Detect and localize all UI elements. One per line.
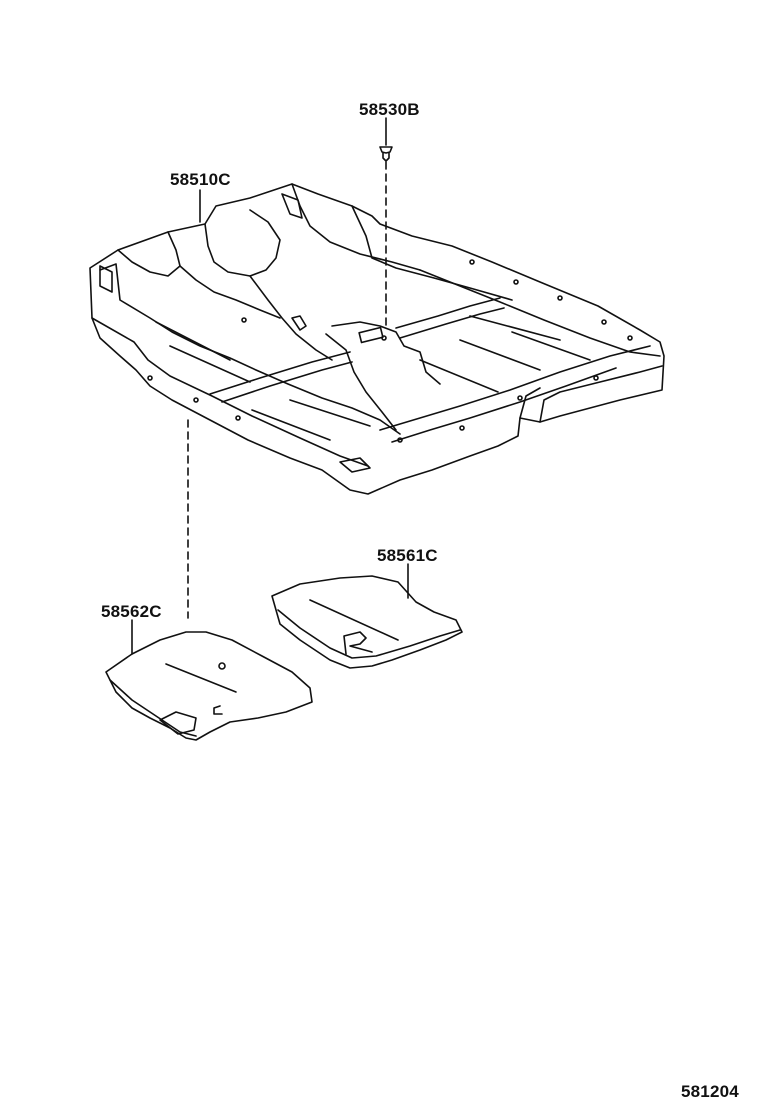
mat-left-center-line (165, 663, 237, 693)
carpet-tunnel-front (204, 209, 281, 277)
carpet-hole (557, 295, 563, 301)
carpet-tunnel-ridge (179, 265, 281, 319)
carpet-left-sill (91, 317, 369, 467)
floor-carpet-58510c (89, 183, 665, 619)
carpet-rear-crossbar-2 (391, 367, 617, 443)
carpet-floor-line-4 (289, 399, 371, 427)
carpet-tab-left-2 (281, 193, 303, 219)
part-label-mat-right: 58561C (377, 546, 438, 565)
carpet-hole (241, 317, 247, 323)
carpet-rear-crossbar (379, 345, 651, 431)
carpet-tunnel-rear (331, 321, 441, 385)
carpet-floor-line-2 (169, 345, 251, 383)
carpet-hole (627, 335, 633, 341)
carpet-hole (193, 397, 199, 403)
carpet-front-crossbar (209, 351, 351, 395)
carpet-right-crossbar-2 (399, 307, 505, 339)
carpet-floor-line-1 (155, 321, 231, 361)
carpet-front-left-bulge (117, 231, 181, 277)
mat-right-inner-edge (277, 609, 461, 659)
carpet-tunnel-rear-2 (325, 333, 397, 431)
carpet-tab-rear (339, 457, 371, 473)
carpet-hole (469, 259, 475, 265)
carpet-floor-line-5 (419, 359, 499, 393)
carpet-hole (235, 415, 241, 421)
carpet-floor-line-3 (251, 409, 331, 441)
mat-left-hook (213, 705, 223, 715)
part-label-mat-left: 58562C (101, 602, 162, 621)
mat-left-grommet (218, 662, 226, 670)
carpet-tab-center (291, 315, 307, 331)
carpet-hole (147, 375, 153, 381)
carpet-rear-step (539, 365, 663, 423)
carpet-hole (397, 437, 403, 443)
carpet-right-crossbar (395, 297, 501, 329)
carpet-tab-left-1 (99, 265, 113, 293)
carpet-left-sidewall (99, 263, 401, 435)
carpet-hole (381, 335, 387, 341)
carpet-floor-line-6 (459, 339, 541, 371)
carpet-hole (601, 319, 607, 325)
carpet-right-sidewall (419, 269, 661, 357)
mat-left-inner-edge (109, 679, 197, 737)
carpet-hole (517, 395, 523, 401)
carpet-hole (513, 279, 519, 285)
carpet-hole (593, 375, 599, 381)
carpet-floor-line-7 (511, 331, 591, 361)
mat-right-outline (271, 575, 463, 669)
carpet-rear-edge (519, 387, 541, 419)
clip-icon (379, 146, 393, 162)
carpet-right-front-floor (351, 205, 513, 301)
carpet-hole (459, 425, 465, 431)
floor-mat-58562c (105, 619, 313, 741)
mat-right-emblem (343, 631, 373, 655)
figure-number: 581204 (681, 1082, 739, 1101)
clip-58530b (379, 117, 393, 331)
mat-right-center-line (309, 599, 399, 641)
carpet-tunnel-hole (358, 326, 384, 344)
carpet-floor-line-8 (469, 315, 561, 341)
mat-left-heel-pad (159, 711, 197, 735)
carpet-front-crossbar-2 (221, 361, 353, 403)
part-label-clip: 58530B (359, 100, 420, 119)
part-label-floor-carpet: 58510C (170, 170, 231, 189)
carpet-right-front-wall (291, 183, 421, 271)
floor-mat-58561c (271, 563, 463, 669)
mat-left-outline (105, 631, 313, 741)
carpet-tunnel-side (249, 275, 333, 361)
